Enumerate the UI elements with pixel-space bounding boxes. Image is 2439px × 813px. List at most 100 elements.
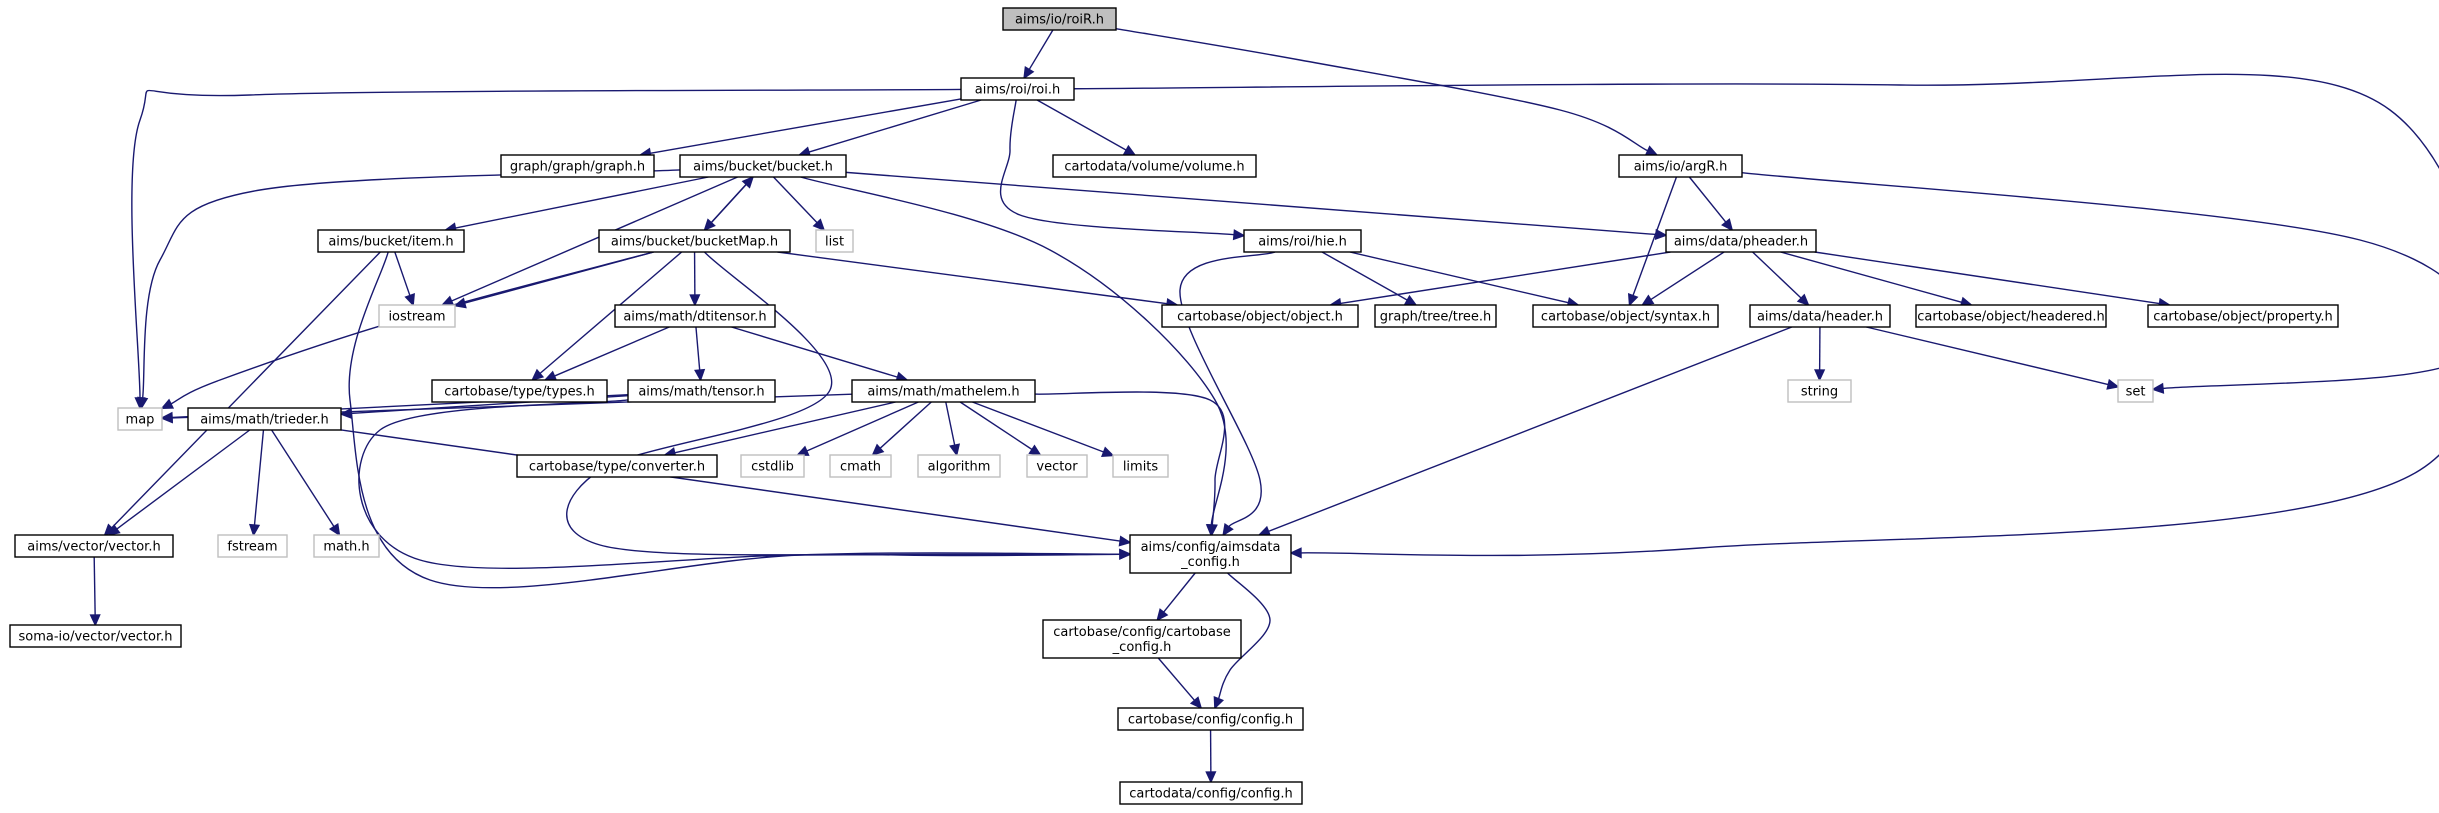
node-somavector[interactable]: soma-io/vector/vector.h (9, 624, 182, 648)
node-aimsdata_config[interactable]: aims/config/aimsdata_config.h (1129, 534, 1292, 574)
edge-line (1650, 251, 1725, 301)
edge-header-to-set (1866, 326, 2120, 390)
arrow-head (160, 398, 175, 410)
edge-line (358, 399, 1121, 569)
node-label: vector (1036, 460, 1078, 475)
node-property[interactable]: cartobase/object/property.h (2147, 304, 2339, 328)
edge-line (539, 251, 683, 375)
arrow-head (1222, 523, 1234, 537)
edge-line (131, 88, 962, 399)
node-volume[interactable]: cartodata/volume/volume.h (1052, 154, 1257, 178)
node-hie[interactable]: aims/roi/hie.h (1243, 229, 1362, 253)
node-box (1112, 454, 1169, 478)
node-label: math.h (323, 540, 369, 555)
node-mathelem[interactable]: aims/math/mathelem.h (851, 379, 1036, 403)
node-box (1243, 229, 1362, 253)
edge-dtitensor-to-mathelem (731, 326, 909, 383)
edge-bucket-to-list (772, 176, 826, 232)
edge-header-to-aimsdata_config (1257, 326, 1793, 537)
node-pheader[interactable]: aims/data/pheader.h (1665, 229, 1817, 253)
edge-line (704, 183, 747, 231)
edge-line (1688, 176, 1727, 223)
node-box (1161, 304, 1359, 328)
edge-line (777, 251, 1168, 305)
node-box (1374, 304, 1497, 328)
node-label: aims/io/argR.h (1634, 160, 1728, 175)
edge-roiR-to-roi (1023, 29, 1054, 80)
node-map: map (117, 407, 163, 431)
node-cartodata_config[interactable]: cartodata/config/config.h (1119, 781, 1303, 805)
node-label: limits (1123, 460, 1159, 475)
edge-argR-to-syntax (1627, 176, 1678, 307)
arrow-head (1119, 548, 1132, 560)
edge-argR-to-pheader (1688, 176, 1734, 232)
arrow-head (694, 368, 706, 382)
node-converter[interactable]: cartobase/type/converter.h (516, 454, 718, 478)
arrow-head (1641, 294, 1655, 306)
edge-line (1028, 29, 1054, 70)
edge-hie-to-aimsdata_config (1179, 251, 1276, 537)
edge-item-to-iostream (394, 251, 415, 307)
edge-pheader-to-object (1328, 251, 1671, 309)
node-trieder[interactable]: aims/math/trieder.h (187, 407, 342, 431)
node-label: aims/math/mathelem.h (867, 385, 1019, 400)
edge-roi-to-hie (999, 99, 1246, 241)
arrow-head (1213, 695, 1225, 710)
edge-mathelem-to-algorithm (945, 401, 961, 457)
node-label: cartobase/type/types.h (444, 385, 594, 400)
edge-bucketMap-to-types (531, 251, 683, 382)
node-bucketMap[interactable]: aims/bucket/bucketMap.h (598, 229, 791, 253)
edge-line (170, 251, 654, 405)
edge-cartobase_config-to-config (1157, 657, 1203, 710)
edge-trieder-to-mathh (271, 429, 341, 537)
edge-line (455, 176, 709, 229)
node-roiR[interactable]: aims/io/roiR.h (1002, 7, 1117, 31)
node-argR[interactable]: aims/io/argR.h (1618, 154, 1743, 178)
node-vector: vector (1026, 454, 1088, 478)
edge-mathelem-to-converter (663, 401, 896, 459)
node-cartobase_config[interactable]: cartobase/config/cartobase_config.h (1042, 619, 1242, 659)
edge-header-to-string (1814, 326, 1826, 382)
arrow-head (1205, 771, 1217, 784)
node-vectorh[interactable]: aims/vector/vector.h (14, 534, 174, 558)
node-tree[interactable]: graph/tree/tree.h (1374, 304, 1497, 328)
edge-bucket-to-pheader (845, 171, 1668, 240)
node-box (1002, 7, 1117, 31)
node-types[interactable]: cartobase/type/types.h (431, 379, 608, 403)
arrow-head (107, 524, 121, 537)
arrow-head (1156, 608, 1169, 622)
arrow-head (1289, 547, 1302, 559)
node-config[interactable]: cartobase/config/config.h (1117, 707, 1304, 731)
arrow-head (796, 445, 810, 456)
node-bucket[interactable]: aims/bucket/bucket.h (679, 154, 847, 178)
node-object[interactable]: cartobase/object/object.h (1161, 304, 1359, 328)
edge-line (1752, 251, 1802, 299)
node-label: aims/bucket/bucketMap.h (611, 235, 778, 250)
edge-line (1115, 27, 1649, 152)
node-tensor[interactable]: aims/math/tensor.h (627, 379, 776, 403)
arrow-head (812, 218, 826, 232)
node-label: map (126, 413, 155, 428)
edge-line (999, 99, 1235, 236)
edge-line (772, 176, 818, 224)
node-box (431, 379, 608, 403)
node-box (1026, 454, 1088, 478)
edge-roi-to-volume (1036, 99, 1137, 156)
node-label: cartodata/volume/volume.h (1064, 160, 1244, 175)
arrow-head (1232, 229, 1246, 241)
edge-line (695, 326, 701, 371)
node-header[interactable]: aims/data/header.h (1749, 304, 1891, 328)
edge-line (1268, 326, 1793, 533)
arrow-head (1028, 444, 1042, 456)
node-headered[interactable]: cartobase/object/headered.h (1915, 304, 2107, 328)
node-graph[interactable]: graph/graph/graph.h (500, 154, 655, 178)
edge-pheader-to-property (1814, 251, 2172, 309)
node-dtitensor[interactable]: aims/math/dtitensor.h (614, 304, 776, 328)
node-box (1042, 619, 1242, 659)
node-item[interactable]: aims/bucket/item.h (317, 229, 465, 253)
node-label: aims/io/roiR.h (1015, 13, 1104, 28)
node-syntax[interactable]: cartobase/object/syntax.h (1532, 304, 1719, 328)
node-box (500, 154, 655, 178)
node-roi[interactable]: aims/roi/roi.h (960, 77, 1075, 101)
edge-line (554, 326, 670, 377)
